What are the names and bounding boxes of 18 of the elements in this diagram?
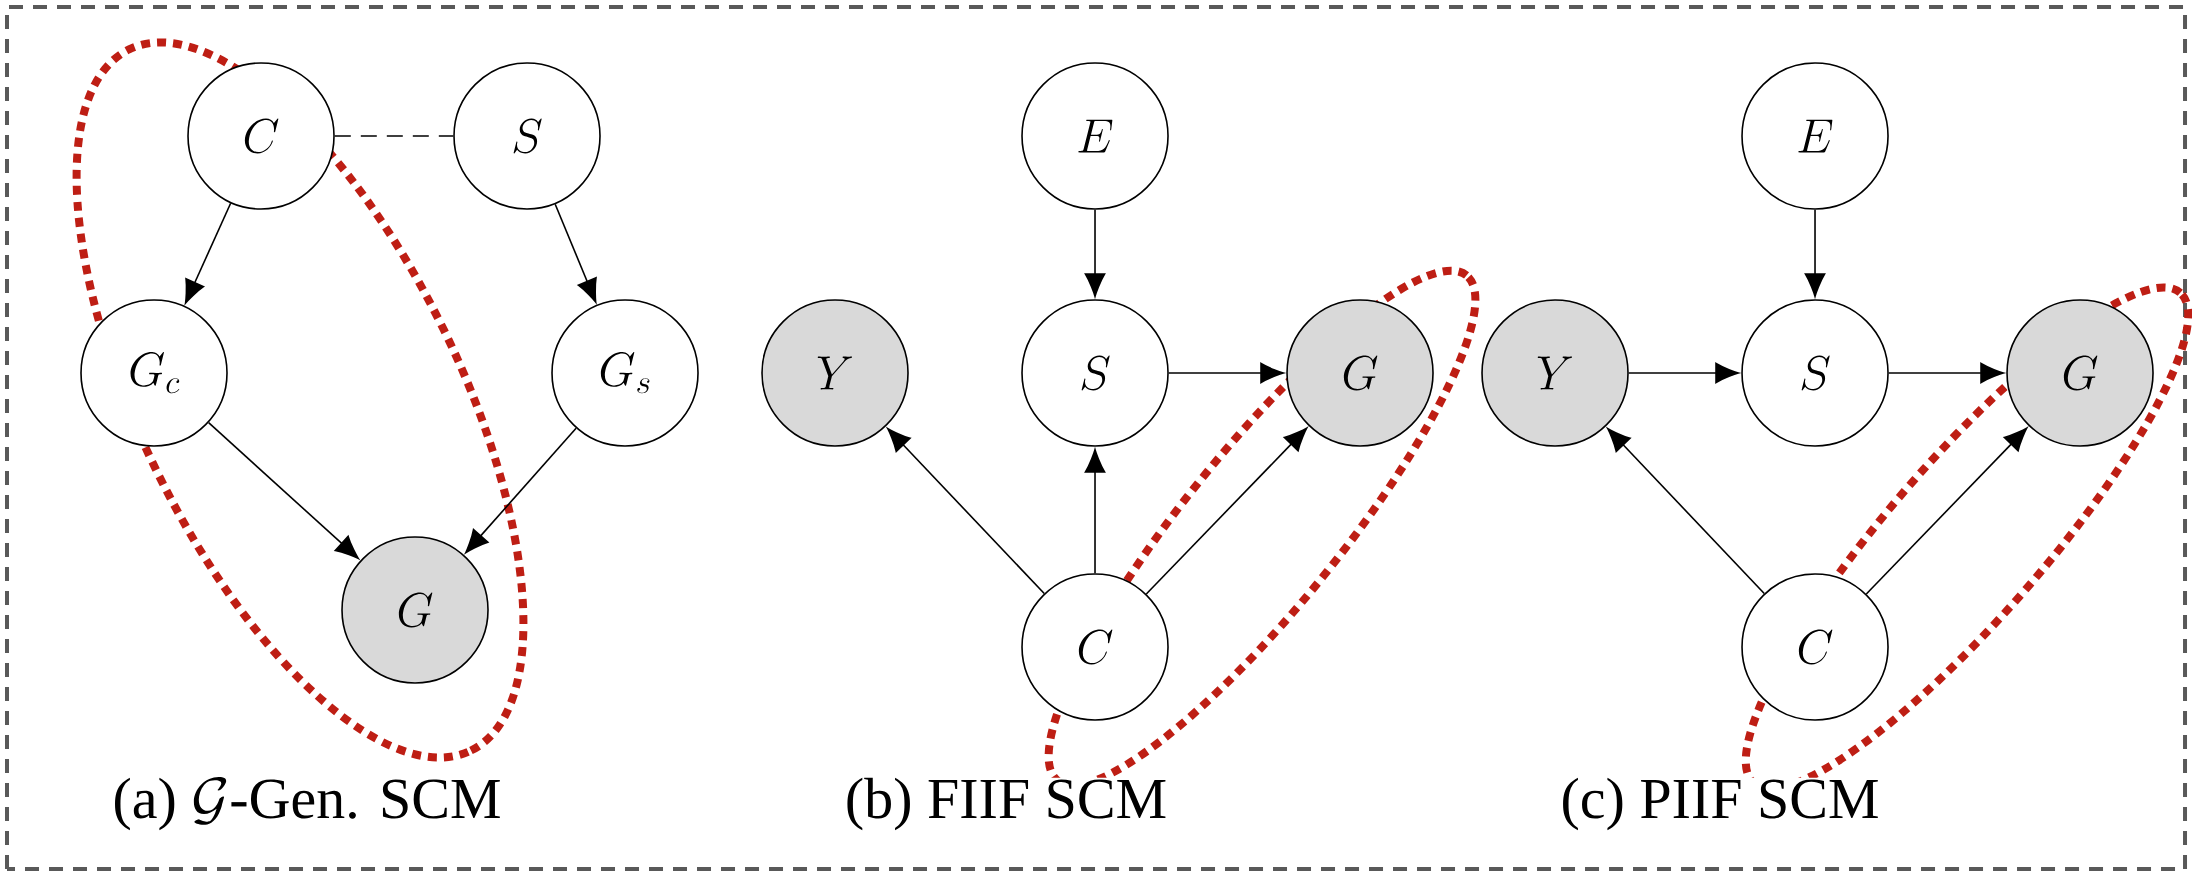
arrow <box>554 203 597 303</box>
arrow <box>1084 209 1106 298</box>
arrow <box>1145 427 1308 595</box>
arrow <box>1865 427 2028 595</box>
arrow <box>1888 362 2005 384</box>
arrow <box>1168 362 1285 384</box>
arrow <box>1628 362 1740 384</box>
arrow <box>1084 448 1106 574</box>
panel-caption: (b) FIIF SCM <box>844 777 1168 831</box>
panel-caption: $\text{(a) }\mathcal{G}\text{-Gen. SCM}$ <box>112 777 502 831</box>
arrow <box>184 202 232 304</box>
arrow <box>1607 427 1766 595</box>
arrow <box>207 421 359 560</box>
arrow <box>1804 209 1826 298</box>
connector-line <box>334 135 454 137</box>
arrow <box>465 427 577 554</box>
arrow <box>887 427 1045 595</box>
panel-caption: (c) PIIF SCM <box>1560 777 1880 831</box>
